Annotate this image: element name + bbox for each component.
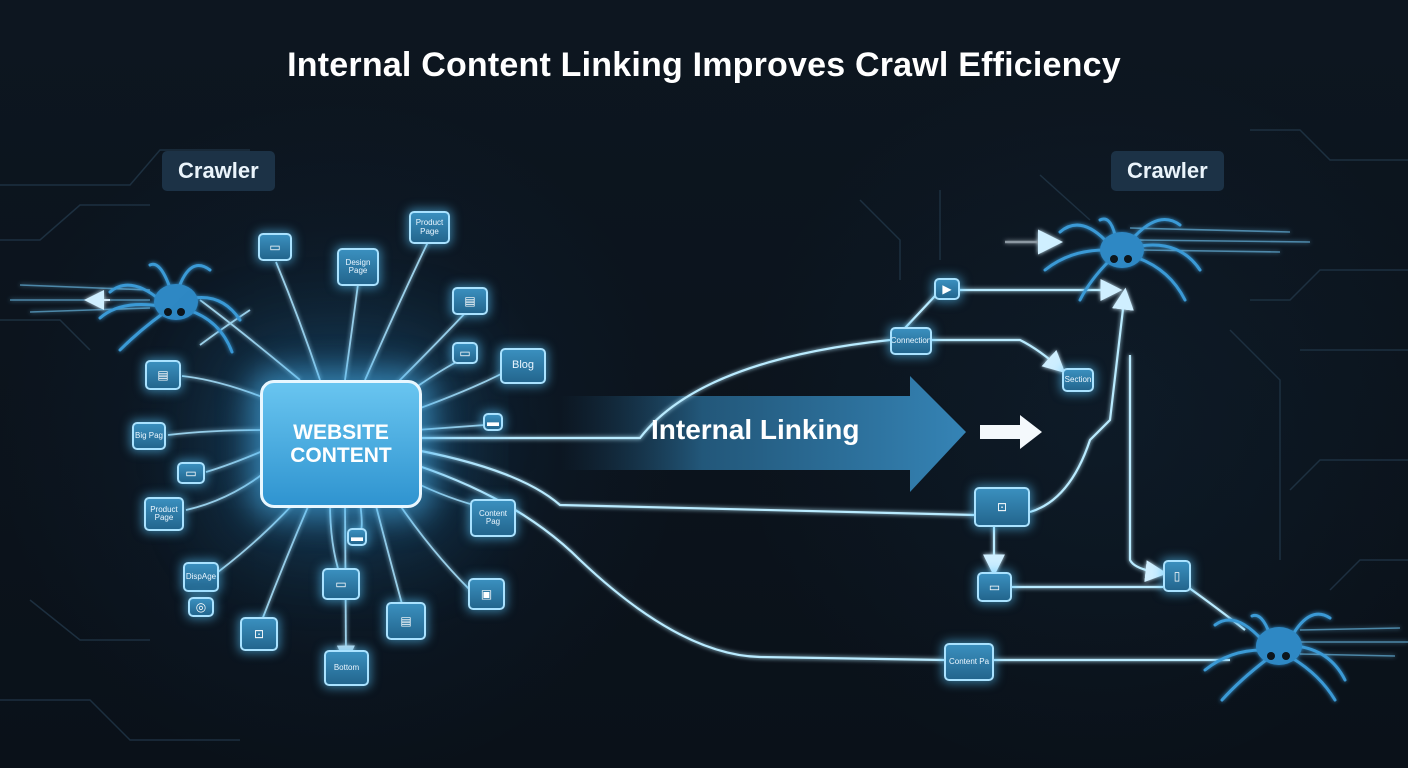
monitor-icon: ▭ xyxy=(269,239,281,254)
monitor-small-icon: ▭ xyxy=(459,345,471,360)
media-node: ⊡ xyxy=(974,487,1030,527)
image-node: ▤ xyxy=(452,287,488,315)
crawler-label-right: Crawler xyxy=(1111,151,1224,191)
lock-icon: ▣ xyxy=(480,586,493,601)
dash-icon: ▬ xyxy=(487,414,499,429)
document-icon: ▤ xyxy=(157,367,169,382)
screen-node: ▭ xyxy=(322,568,360,600)
internal-linking-label: Internal Linking xyxy=(651,414,860,445)
blog-node: Blog xyxy=(500,348,546,384)
minus-node: ▬ xyxy=(347,528,367,546)
document-node: ▤ xyxy=(145,360,181,390)
content-page-right-node: Content Pa xyxy=(944,643,994,681)
spider-left-icon xyxy=(10,262,242,354)
screen-icon: ▭ xyxy=(335,576,347,591)
mini-node: ▬ xyxy=(483,413,503,431)
content-page-left-node: Content Pag xyxy=(470,499,516,537)
circuit-background xyxy=(0,129,1408,741)
media-icon: ⊡ xyxy=(996,499,1008,514)
spider-bottom-right-icon xyxy=(1203,612,1408,702)
tablet-node: ▯ xyxy=(1163,560,1191,592)
minus-icon: ▬ xyxy=(351,529,363,544)
circle-node: ◎ xyxy=(188,597,214,617)
network-links xyxy=(415,279,1246,662)
small-white-arrow xyxy=(980,415,1042,449)
list-node: ▤ xyxy=(386,602,426,640)
big-page-node: Big Pag xyxy=(132,422,166,450)
list-icon: ▤ xyxy=(400,613,412,628)
connection-node: Connection xyxy=(890,327,932,355)
display-page-node: DispAge xyxy=(183,562,219,592)
monitor-small-node: ▭ xyxy=(452,342,478,364)
crawler-label-left: Crawler xyxy=(162,151,275,191)
product-page-left-node: Product Page xyxy=(144,497,184,531)
monitor-node: ▭ xyxy=(258,233,292,261)
dx-icon: ⊡ xyxy=(253,626,265,641)
tablet-icon: ▯ xyxy=(1173,568,1181,583)
diagram-title: Internal Content Linking Improves Crawl … xyxy=(287,46,1121,84)
lock-node: ▣ xyxy=(468,578,505,610)
website-content-node: WEBSITE CONTENT xyxy=(260,380,422,508)
spider-top-right-icon xyxy=(1005,217,1311,302)
play-icon: ▶ xyxy=(942,281,952,296)
image-icon: ▤ xyxy=(464,293,476,308)
circle-icon: ◎ xyxy=(195,599,207,614)
folder-icon: ▭ xyxy=(988,579,1001,594)
bottom-page-node: Bottom xyxy=(324,650,369,686)
section-node: Section xyxy=(1062,368,1094,392)
design-page-node: Design Page xyxy=(337,248,379,286)
play-node: ▶ xyxy=(934,278,960,300)
card-icon: ▭ xyxy=(185,465,197,480)
card-node: ▭ xyxy=(177,462,205,484)
product-page-top-node: Product Page xyxy=(409,211,450,244)
folder-node: ▭ xyxy=(977,572,1012,602)
dx-node: ⊡ xyxy=(240,617,278,651)
internal-linking-arrow xyxy=(560,376,966,492)
